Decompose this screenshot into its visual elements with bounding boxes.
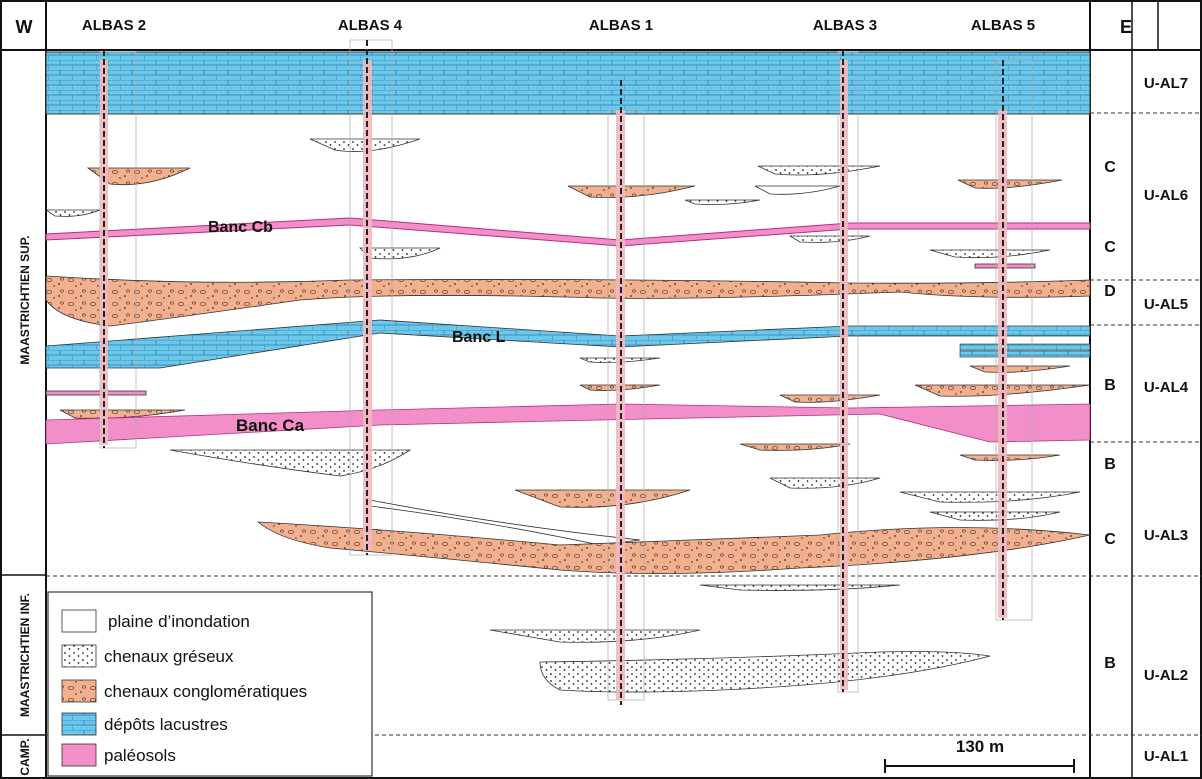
legend-label: paléosols — [104, 746, 176, 765]
u-al2-channels — [489, 584, 991, 693]
legend-label: chenaux conglomératiques — [104, 682, 307, 701]
u-al5-conglomerate — [45, 275, 1091, 327]
legend: plaine d’inondation chenaux gréseux chen… — [47, 591, 373, 777]
well-label-albas-3: ALBAS 3 — [813, 17, 877, 34]
scale-bar-label: 130 m — [956, 737, 1004, 756]
facies-code: B — [1104, 377, 1116, 394]
legend-label: plaine d’inondation — [108, 612, 250, 631]
unit-label-u-al3: U-AL3 — [1144, 527, 1188, 544]
legend-swatch-floodplain — [61, 609, 97, 633]
legend-swatch-lacustrine — [61, 712, 97, 736]
legend-swatch-paleosol — [61, 743, 97, 767]
well-label-albas-1: ALBAS 1 — [589, 17, 653, 34]
scale-bar: 130 m — [884, 737, 1075, 773]
facies-code: B — [1104, 655, 1116, 672]
lacustrine-top-layer — [45, 51, 1091, 115]
stage-maastrichtien-inf: MAASTRICHTIEN INF. — [18, 593, 32, 717]
bed-label-banc-cb: Banc Cb — [208, 219, 273, 236]
facies-code: C — [1104, 159, 1116, 176]
well-label-albas-4: ALBAS 4 — [338, 17, 403, 34]
facies-code: C — [1104, 531, 1116, 548]
section-columns — [99, 39, 1033, 705]
west-label: W — [16, 17, 33, 37]
u-al3-channels — [169, 443, 1091, 574]
unit-label-u-al7: U-AL7 — [1144, 75, 1188, 92]
well-label-albas-2: ALBAS 2 — [82, 17, 146, 34]
legend-label: dépôts lacustres — [104, 715, 228, 734]
stage-maastrichtien-sup: MAASTRICHTIEN SUP. — [18, 235, 32, 364]
bed-label-banc-ca: Banc Ca — [236, 416, 305, 435]
facies-code: D — [1104, 283, 1116, 300]
unit-label-u-al5: U-AL5 — [1144, 296, 1188, 313]
legend-swatch-conglomerate-channels — [61, 679, 97, 703]
facies-code: B — [1104, 456, 1116, 473]
banc-cb-bed — [45, 217, 1091, 247]
banc-ca-bed — [45, 403, 1091, 445]
unit-label-u-al4: U-AL4 — [1144, 379, 1189, 396]
facies-code: C — [1104, 239, 1116, 256]
stage-campanien: CAMP. — [18, 738, 32, 775]
unit-label-u-al1: U-AL1 — [1144, 748, 1188, 765]
well-label-albas-5: ALBAS 5 — [971, 17, 1035, 34]
legend-box — [47, 591, 373, 777]
banc-l-bed — [45, 319, 1091, 369]
legend-swatch-sandstone-channels — [61, 644, 97, 668]
bed-label-banc-l: Banc L — [452, 329, 506, 346]
unit-label-u-al6: U-AL6 — [1144, 187, 1188, 204]
legend-label: chenaux gréseux — [104, 647, 234, 666]
east-label: E — [1120, 17, 1132, 37]
unit-label-u-al2: U-AL2 — [1144, 667, 1188, 684]
u-al6-channels — [44, 138, 1063, 269]
